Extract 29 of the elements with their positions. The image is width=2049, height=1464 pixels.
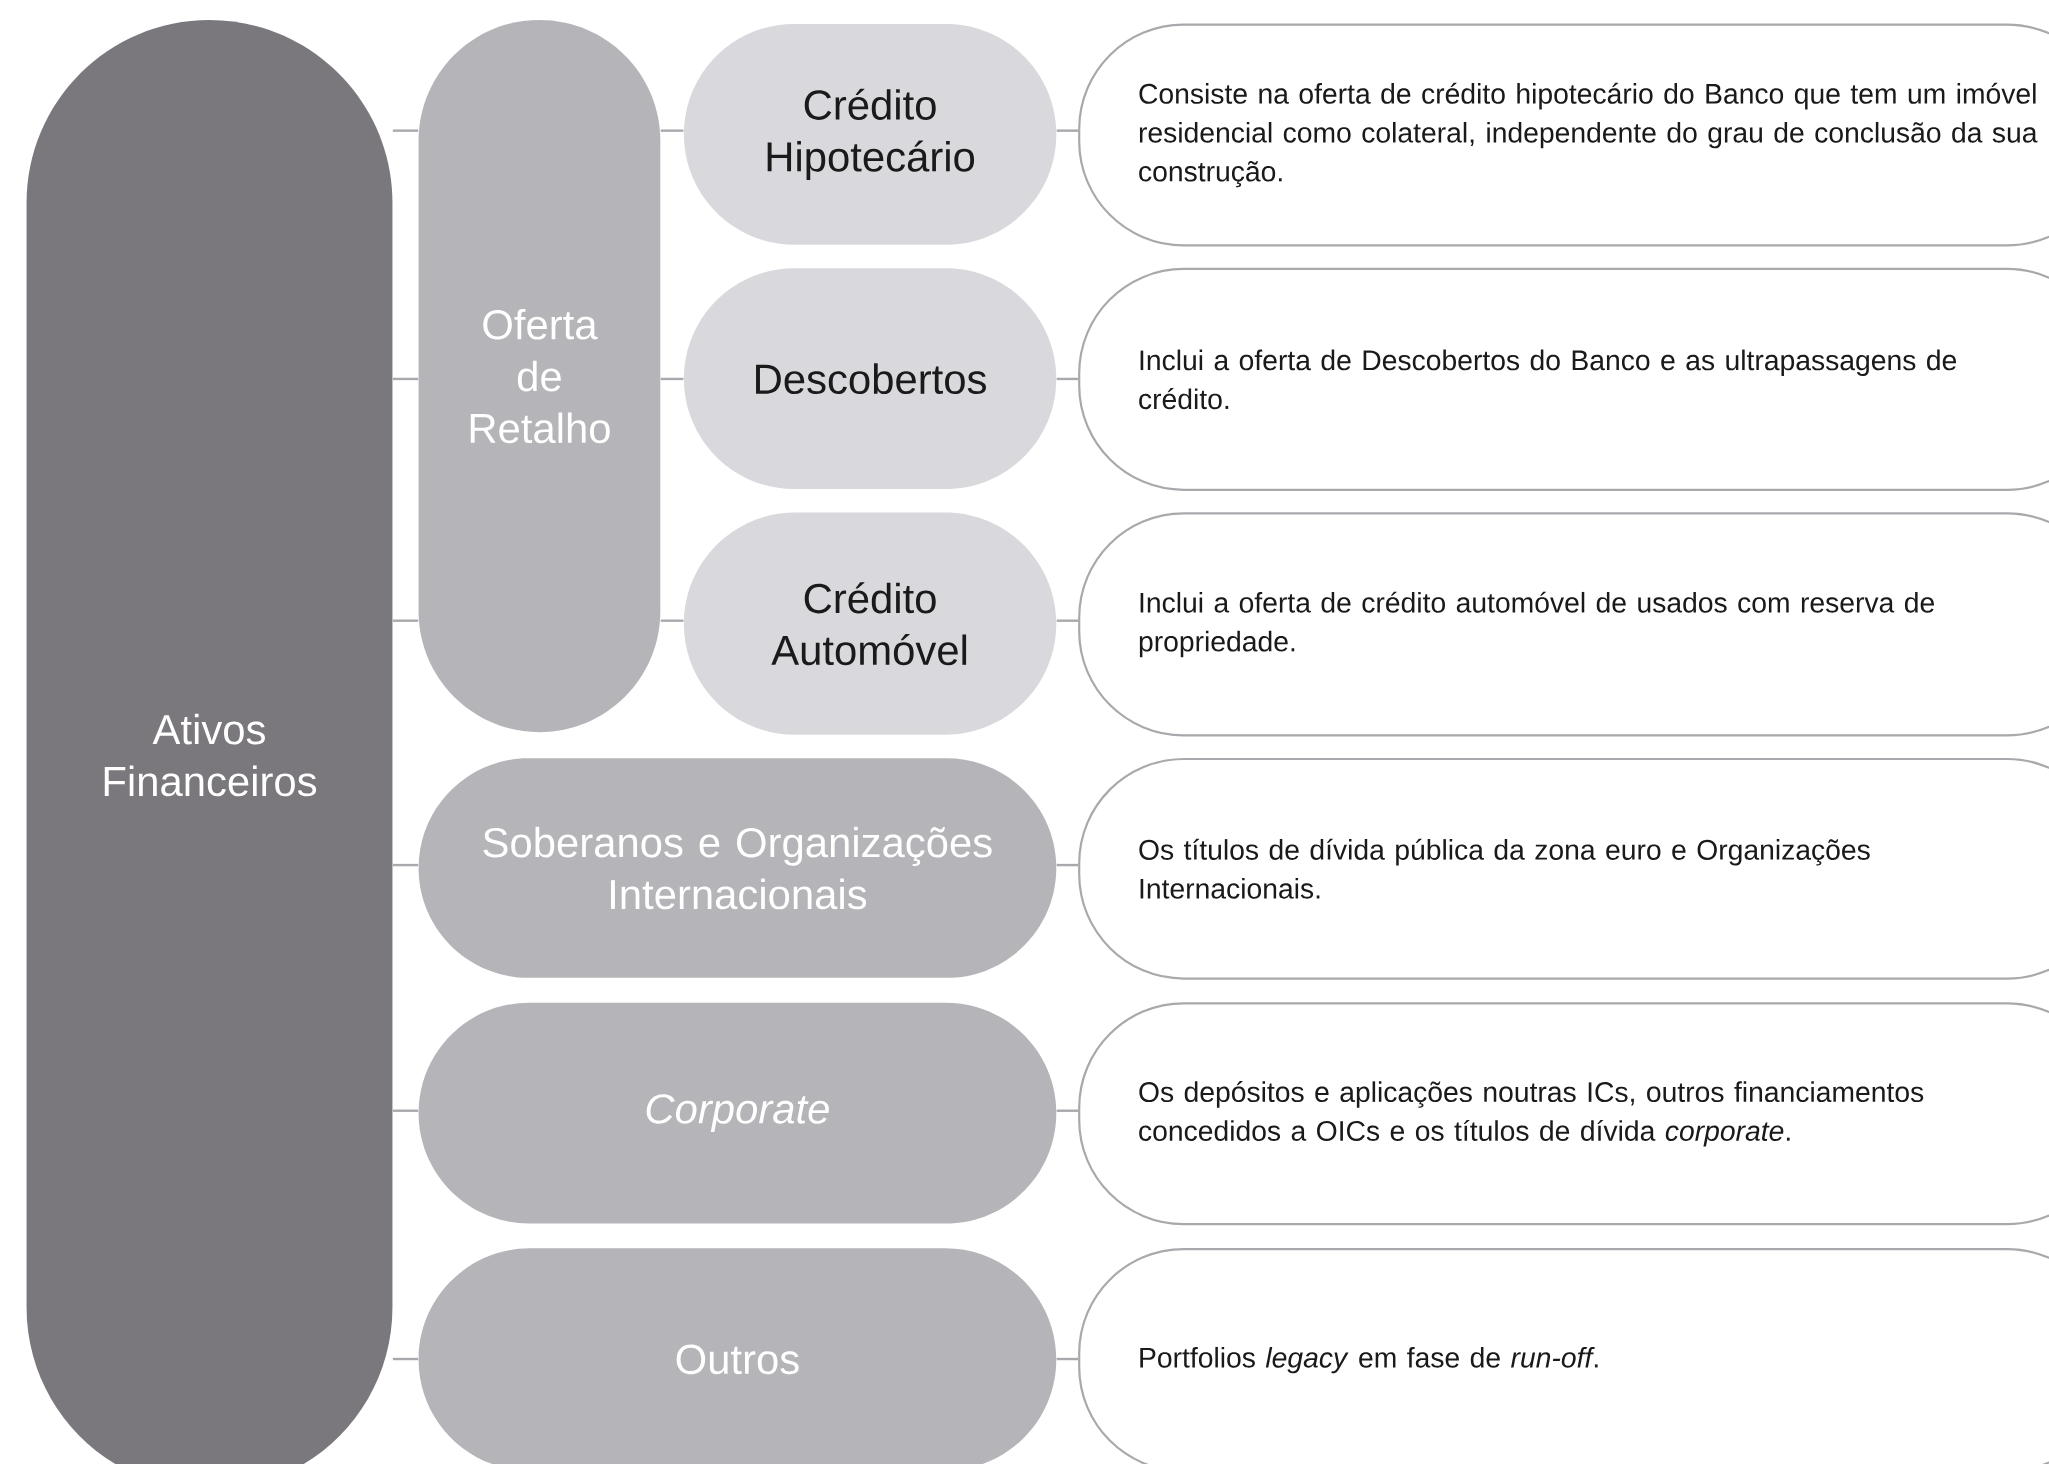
connector-line bbox=[1056, 377, 1079, 381]
connector-line bbox=[1056, 1109, 1079, 1112]
description-box: Inclui a oferta de crédito automóvel de usados com reserva de propriedade. bbox=[1078, 512, 2049, 737]
connector-line bbox=[1056, 619, 1079, 622]
category-pill: Ativos Financeiros bbox=[26, 20, 393, 1464]
description-box: Os títulos de dívida pública da zona euro e Organizações Internacionais. bbox=[1078, 757, 2049, 980]
connector-line bbox=[392, 619, 419, 622]
connector-line bbox=[1056, 129, 1079, 132]
connector-line bbox=[392, 1357, 419, 1361]
description-box: Os depósitos e aplicações noutras ICs, outros financiamentos concedidos a OICs e os títulos de dívida corporate. bbox=[1078, 1002, 2049, 1226]
connector-line bbox=[660, 619, 684, 622]
connector-line bbox=[660, 377, 684, 381]
category-pill: Crédito Hipotecário bbox=[683, 23, 1057, 245]
category-pill: Crédito Automóvel bbox=[683, 512, 1057, 735]
category-pill: Oferta de Retalho bbox=[418, 20, 661, 733]
description-box: Portfolios legacy em fase de run-off. bbox=[1078, 1247, 2049, 1464]
category-pill: Soberanos e Organizações Internacionais bbox=[418, 758, 1057, 978]
connector-line bbox=[660, 129, 684, 132]
description-box: Inclui a oferta de Descobertos do Banco e as ultrapassagens de crédito. bbox=[1078, 267, 2049, 491]
category-pill: Outros bbox=[418, 1248, 1057, 1464]
connector-line bbox=[392, 377, 419, 381]
connector-line bbox=[392, 1109, 419, 1112]
connector-line bbox=[1056, 1357, 1079, 1361]
description-box: Consiste na oferta de crédito hipotecário do Banco que tem um imóvel residencial como colateral, independente do grau de conclusão da sua construção. bbox=[1078, 23, 2049, 247]
connector-line bbox=[392, 863, 419, 867]
category-pill: Corporate bbox=[418, 1002, 1057, 1224]
connector-line bbox=[392, 129, 419, 132]
category-pill: Descobertos bbox=[683, 268, 1057, 490]
connector-line bbox=[1056, 863, 1079, 867]
